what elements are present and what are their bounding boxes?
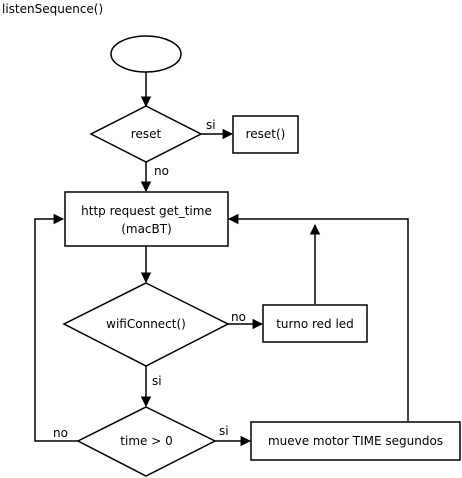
edge-motor-back <box>227 213 409 421</box>
edge-label-time-yes: si <box>219 424 229 438</box>
motor-label: mueve motor TIME segundos <box>268 434 443 448</box>
edge-label-wifi-no: no <box>231 310 246 324</box>
edge-time-no <box>34 213 78 442</box>
reset-decision <box>89 105 203 163</box>
reset-action-box <box>232 115 299 154</box>
edge-label-wifi-yes: si <box>152 374 162 388</box>
http-request-label-line2: (macBT) <box>121 222 172 236</box>
edges <box>34 72 409 447</box>
http-request-box <box>64 191 229 247</box>
diagram-title: listenSequence() <box>2 2 103 16</box>
motor-box <box>250 421 461 461</box>
http-request-label-line1: http request get_time <box>81 204 212 218</box>
red-led-box <box>262 304 368 343</box>
edge-label-time-no: no <box>53 426 68 440</box>
reset-action-label: reset() <box>246 127 286 141</box>
time-decision-label: time > 0 <box>120 434 172 448</box>
time-decision <box>76 406 217 477</box>
red-led-label: turno red led <box>276 317 354 331</box>
wifi-decision-label: wifiConnect() <box>106 317 186 331</box>
edge-label-reset-yes: si <box>206 118 216 132</box>
reset-decision-label: reset <box>131 127 162 141</box>
nodes: reset reset() http request get_time (mac… <box>62 35 461 477</box>
edge-labels: si no no si si no <box>53 118 246 440</box>
wifi-decision <box>62 282 230 367</box>
edge-label-reset-no: no <box>154 164 169 178</box>
start-node <box>110 35 182 73</box>
